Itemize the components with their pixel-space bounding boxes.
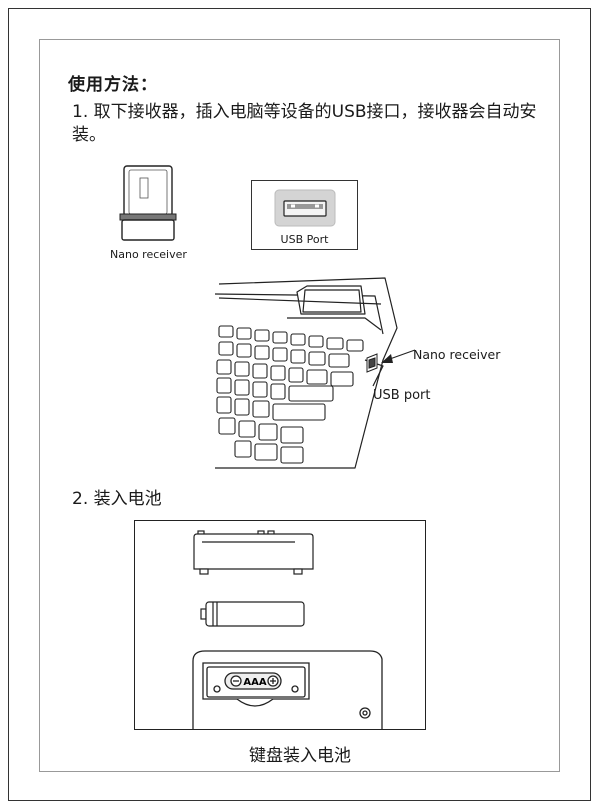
page-outer-border: [8, 8, 591, 801]
step2-instruction: 2. 装入电池: [72, 489, 162, 509]
battery-caption: 键盘装入电池: [249, 746, 351, 766]
aaa-battery-icon: [200, 601, 305, 627]
laptop-usb-slot: [366, 353, 378, 373]
nano-receiver-illustration: [119, 165, 177, 241]
usb-port-caption: USB Port: [280, 233, 329, 246]
laptop-usb-port-label: USB port: [373, 388, 431, 403]
laptop-nano-receiver-label: Nano receiver: [413, 347, 501, 362]
usage-title: 使用方法：: [68, 75, 158, 95]
usb-port-diagram: USB Port: [251, 180, 358, 250]
nano-receiver-pointer-arrow: [381, 349, 416, 363]
battery-cover-icon: [193, 530, 314, 575]
battery-label: AAA: [243, 677, 266, 688]
laptop-illustration: [214, 277, 416, 469]
keyboard-battery-compartment: AAA: [192, 650, 383, 729]
battery-installation-diagram: AAA: [134, 520, 426, 730]
step1-instruction: 1. 取下接收器，插入电脑等设备的USB接口，接收器会自动安装。: [72, 102, 537, 145]
nano-receiver-caption: Nano receiver: [110, 248, 187, 261]
usb-port-icon: [274, 189, 336, 227]
page-inner-border: [39, 39, 560, 772]
